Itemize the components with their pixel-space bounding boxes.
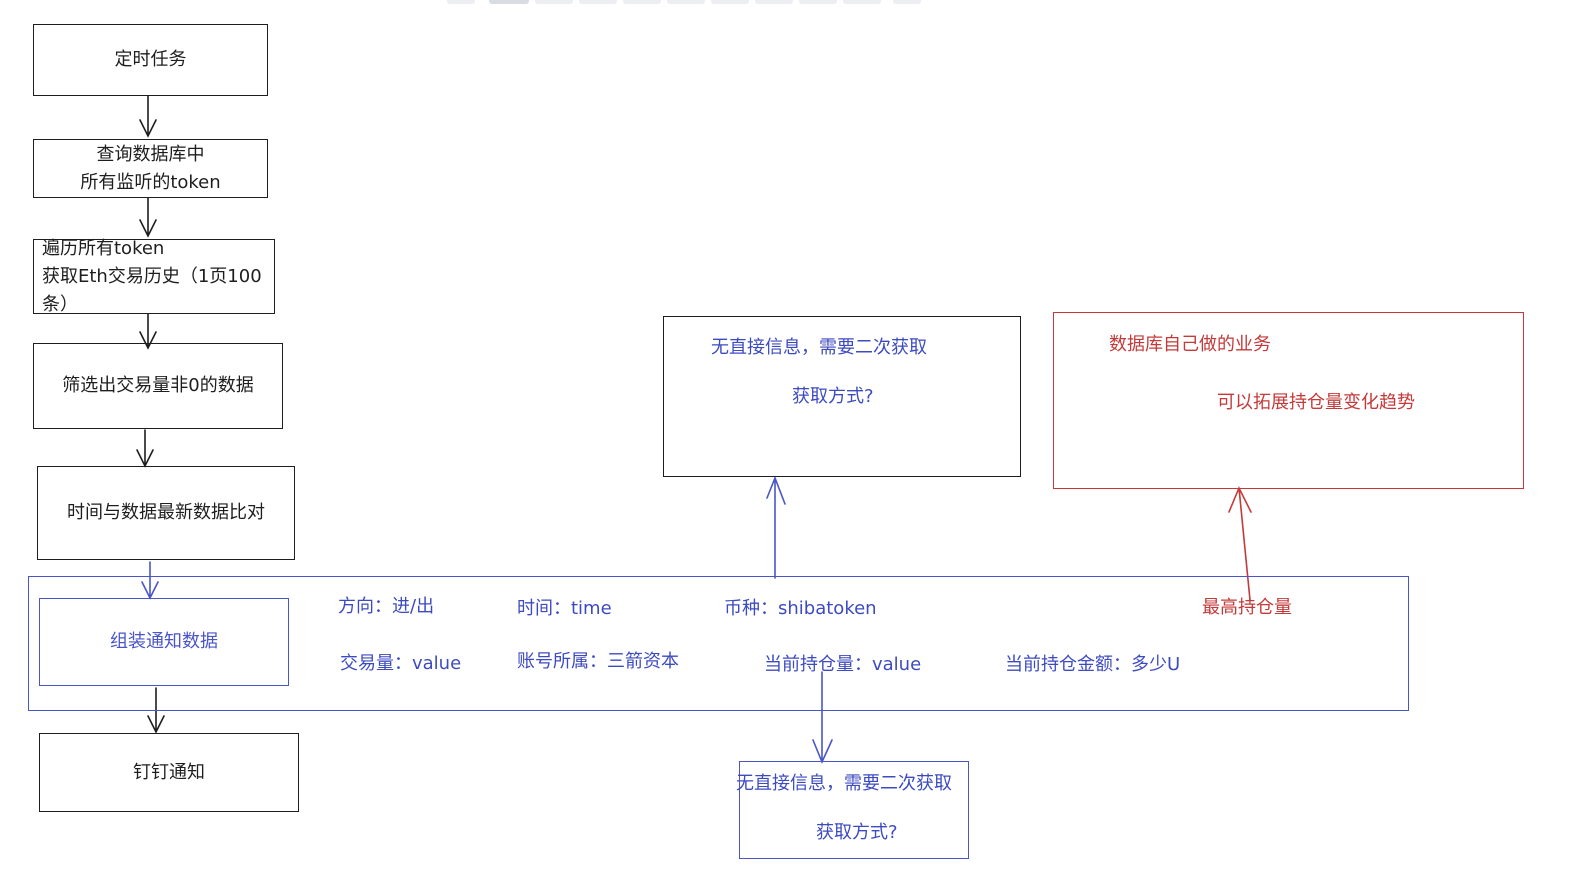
toolbar-button[interactable] bbox=[579, 0, 617, 4]
toolbar-button[interactable] bbox=[447, 0, 475, 4]
field-time: 时间：time bbox=[517, 598, 612, 619]
step-assemble-notification[interactable]: 组装通知数据 bbox=[39, 598, 289, 686]
toolbar-button[interactable] bbox=[667, 0, 705, 4]
arrow-6 bbox=[147, 687, 165, 734]
step-filter-nonzero[interactable]: 筛选出交易量非0的数据 bbox=[33, 343, 283, 429]
note-text: 获取方式? bbox=[816, 822, 898, 843]
step-text: 所有监听的token bbox=[80, 171, 221, 193]
step-text: 定时任务 bbox=[114, 49, 187, 70]
note-text: 可以拓展持仓量变化趋势 bbox=[1217, 392, 1415, 413]
field-volume: 交易量：value bbox=[340, 653, 462, 674]
toolbar-button[interactable] bbox=[843, 0, 881, 4]
arrow-to-bottom-note bbox=[812, 671, 833, 765]
field-account: 账号所属：三箭资本 bbox=[517, 651, 679, 672]
toolbar-button[interactable] bbox=[535, 0, 573, 4]
note-text: 获取方式? bbox=[792, 386, 874, 407]
note-text: 无直接信息，需要二次获取 bbox=[711, 337, 927, 358]
field-current-amount: 当前持仓金额：多少U bbox=[1005, 654, 1181, 675]
step-iterate-tokens[interactable]: 遍历所有token 获取Eth交易历史（1页100条） bbox=[33, 238, 275, 315]
step-text: 筛选出交易量非0的数据 bbox=[62, 375, 254, 396]
notify-data-container[interactable] bbox=[28, 576, 1409, 711]
arrow-2 bbox=[139, 197, 157, 238]
toolbar-button[interactable] bbox=[711, 0, 749, 4]
step-scheduled-task[interactable]: 定时任务 bbox=[33, 24, 268, 96]
field-max-position: 最高持仓量 bbox=[1202, 597, 1292, 618]
toolbar-button[interactable] bbox=[799, 0, 837, 4]
toolbar-button[interactable] bbox=[489, 0, 529, 4]
note-secondary-fetch-top[interactable] bbox=[663, 316, 1021, 477]
arrow-4 bbox=[136, 429, 154, 468]
note-text: 无直接信息，需要二次获取 bbox=[736, 773, 952, 794]
step-query-database[interactable]: 查询数据库中 所有监听的token bbox=[33, 139, 268, 198]
field-direction: 方向：进/出 bbox=[338, 596, 435, 617]
toolbar-button[interactable] bbox=[755, 0, 793, 4]
step-text: 时间与数据最新数据比对 bbox=[67, 502, 265, 523]
step-compare-time[interactable]: 时间与数据最新数据比对 bbox=[37, 466, 295, 560]
step-text: 组装通知数据 bbox=[110, 631, 218, 652]
arrow-to-top-note bbox=[766, 475, 786, 579]
step-text: 遍历所有token bbox=[42, 237, 165, 259]
arrow-3 bbox=[139, 313, 157, 350]
note-text: 数据库自己做的业务 bbox=[1109, 334, 1271, 355]
note-secondary-fetch-bottom[interactable] bbox=[739, 761, 969, 859]
toolbar-button[interactable] bbox=[893, 0, 921, 4]
step-text: 获取Eth交易历史（1页100条） bbox=[42, 265, 262, 315]
toolbar-button[interactable] bbox=[623, 0, 661, 4]
note-database-business[interactable] bbox=[1053, 312, 1524, 489]
field-current-position: 当前持仓量：value bbox=[764, 654, 922, 675]
arrow-1 bbox=[139, 95, 157, 138]
step-dingtalk-notify[interactable]: 钉钉通知 bbox=[39, 733, 299, 812]
step-text: 钉钉通知 bbox=[133, 761, 205, 783]
field-currency: 币种：shibatoken bbox=[724, 598, 877, 619]
step-text: 查询数据库中 bbox=[96, 143, 205, 165]
